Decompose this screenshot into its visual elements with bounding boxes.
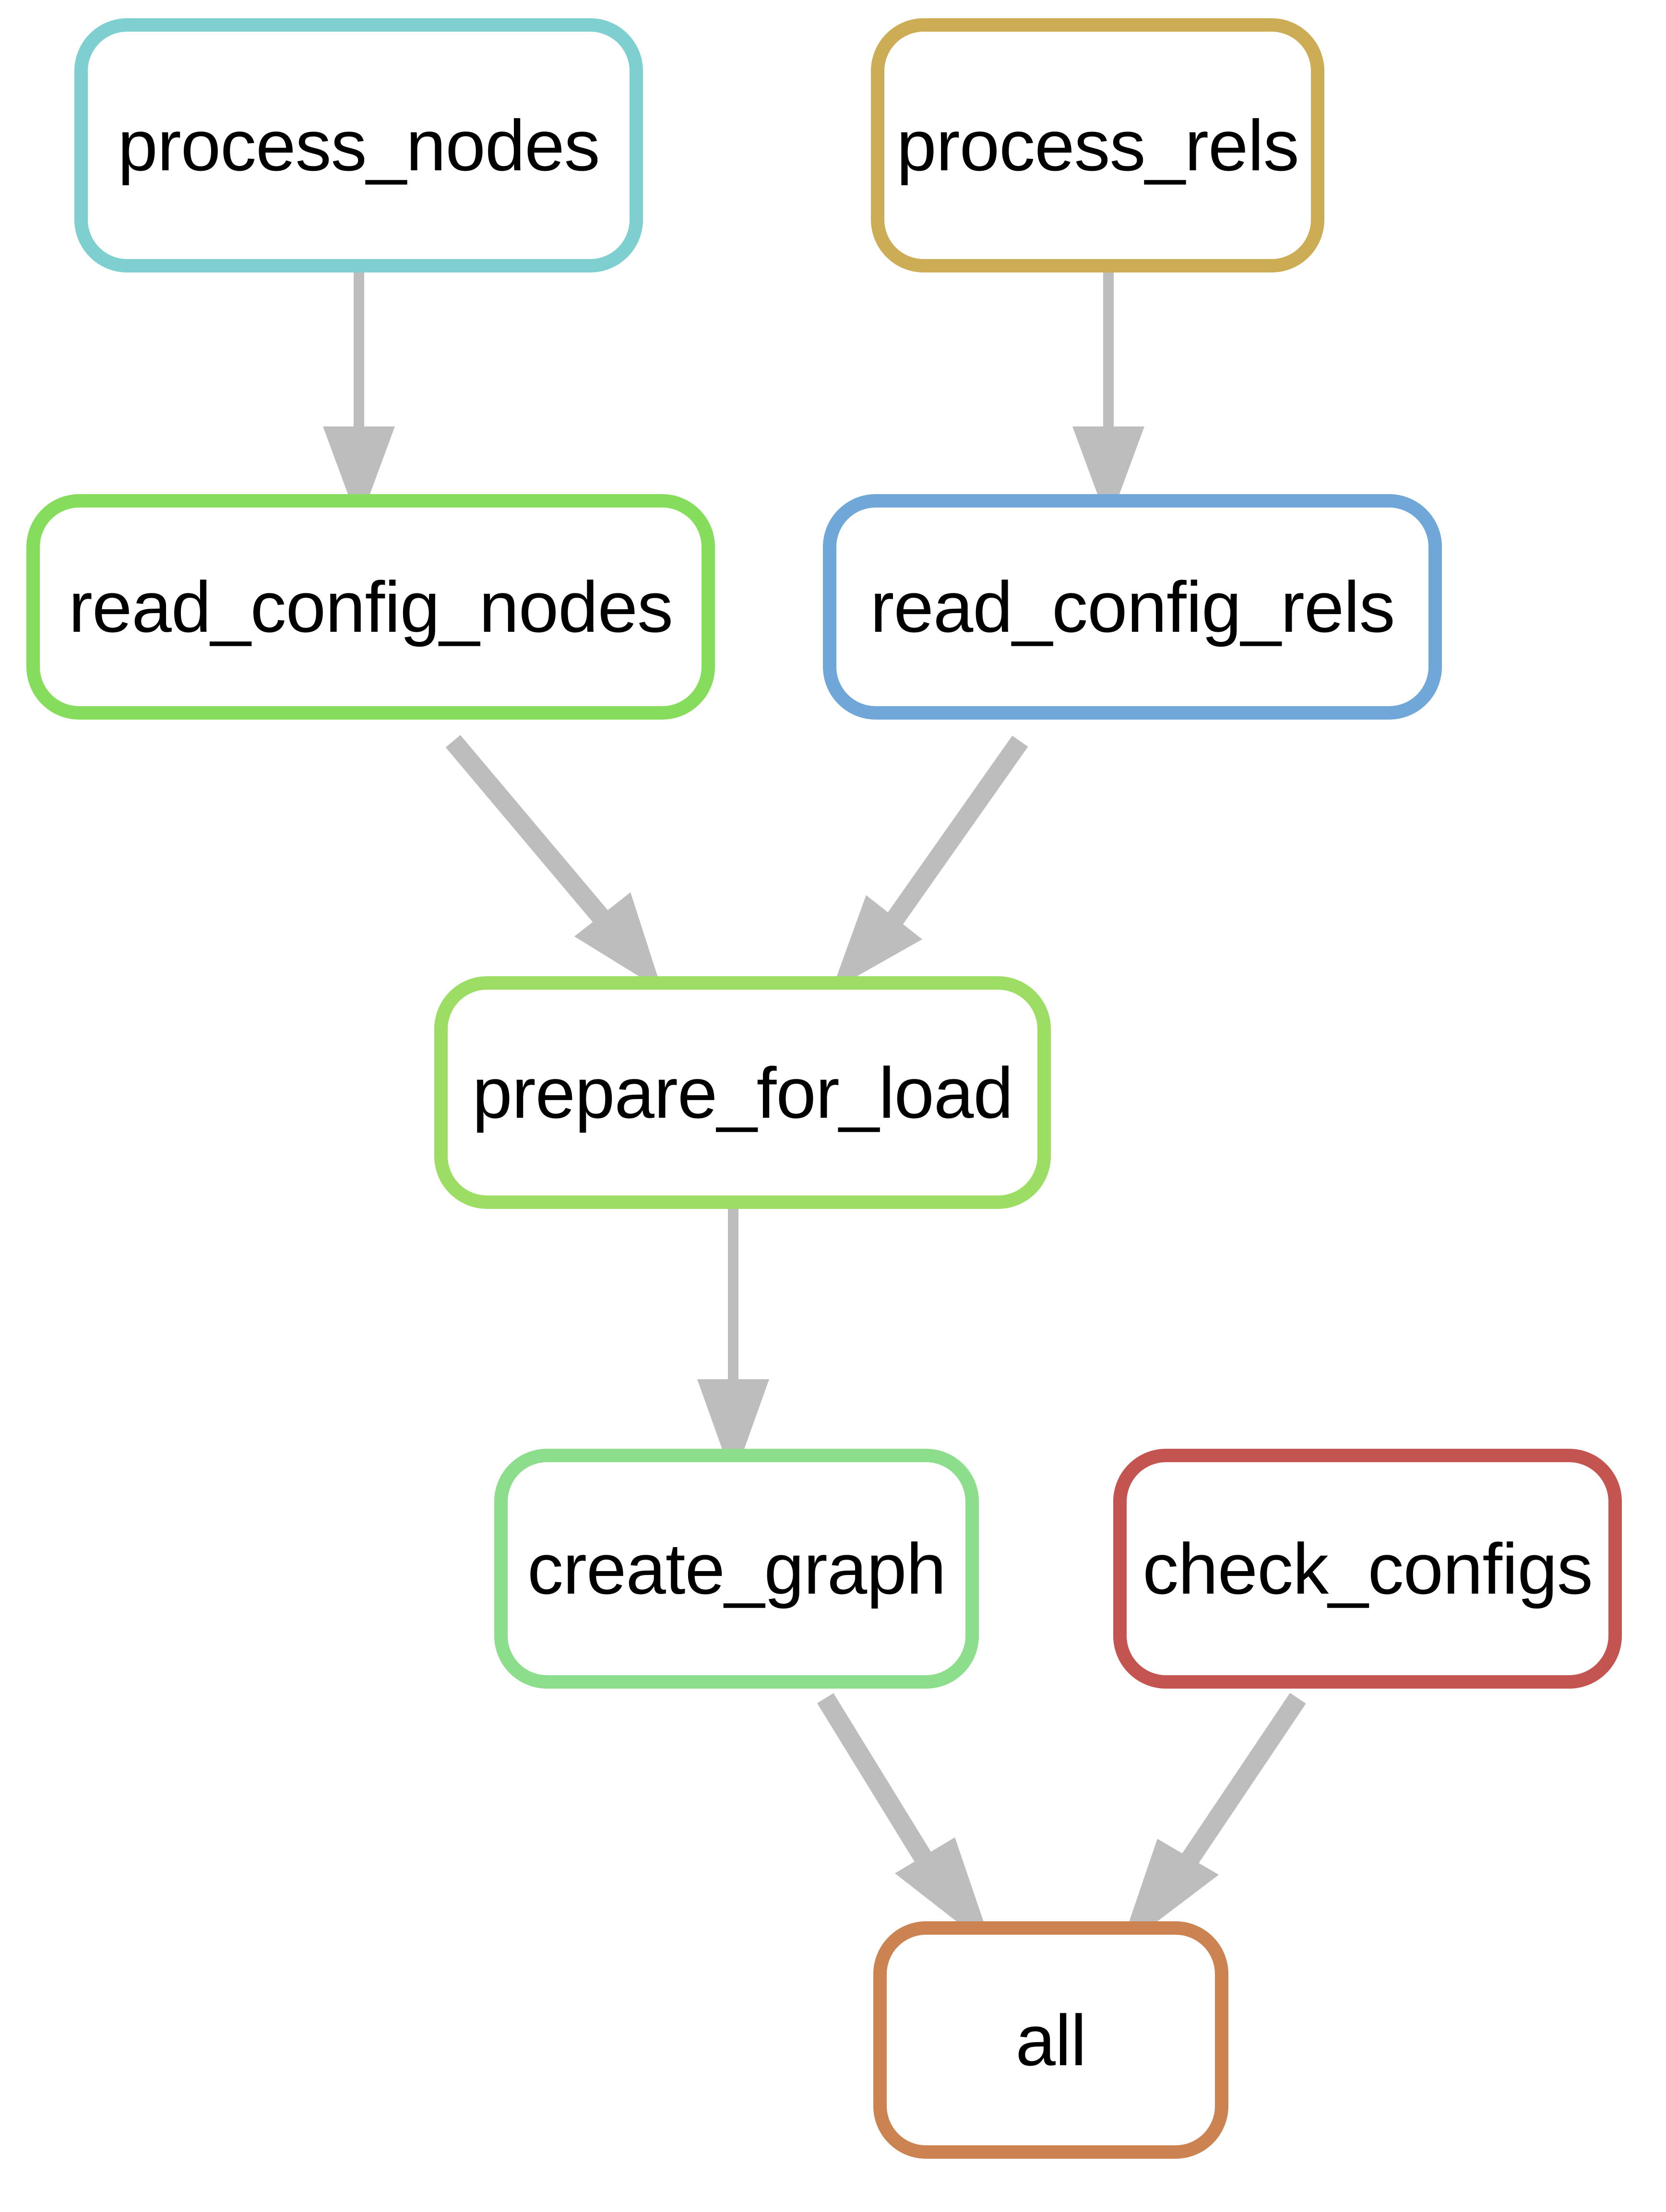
node-label: read_config_rels (870, 567, 1395, 647)
node-all[interactable]: all (873, 1921, 1228, 2159)
node-label: check_configs (1142, 1528, 1593, 1609)
edge-process-nodes-to-read-config-nodes (323, 272, 395, 524)
node-label: process_nodes (118, 105, 600, 186)
node-check-configs[interactable]: check_configs (1113, 1449, 1622, 1689)
node-prepare-for-load[interactable]: prepare_for_load (434, 976, 1051, 1209)
node-process-nodes[interactable]: process_nodes (74, 18, 643, 272)
node-label: read_config_nodes (68, 567, 673, 647)
edge-prepare-for-load-to-create-graph (697, 1209, 769, 1480)
node-label: all (1015, 1999, 1086, 2081)
edge-create-graph-to-all (817, 1693, 993, 1950)
node-label: create_graph (527, 1528, 946, 1609)
edge-process-rels-to-read-config-rels (1072, 272, 1144, 524)
node-read-config-rels[interactable]: read_config_rels (823, 494, 1442, 720)
edge-check-configs-to-all (1119, 1692, 1306, 1950)
node-label: process_rels (896, 105, 1299, 186)
edge-read-config-nodes-to-prepare-for-load (445, 735, 662, 991)
node-create-graph[interactable]: create_graph (494, 1449, 979, 1689)
node-read-config-nodes[interactable]: read_config_nodes (26, 494, 715, 720)
node-process-rels[interactable]: process_rels (871, 18, 1324, 272)
edge-read-config-rels-to-prepare-for-load (832, 735, 1028, 991)
node-label: prepare_for_load (472, 1052, 1013, 1133)
